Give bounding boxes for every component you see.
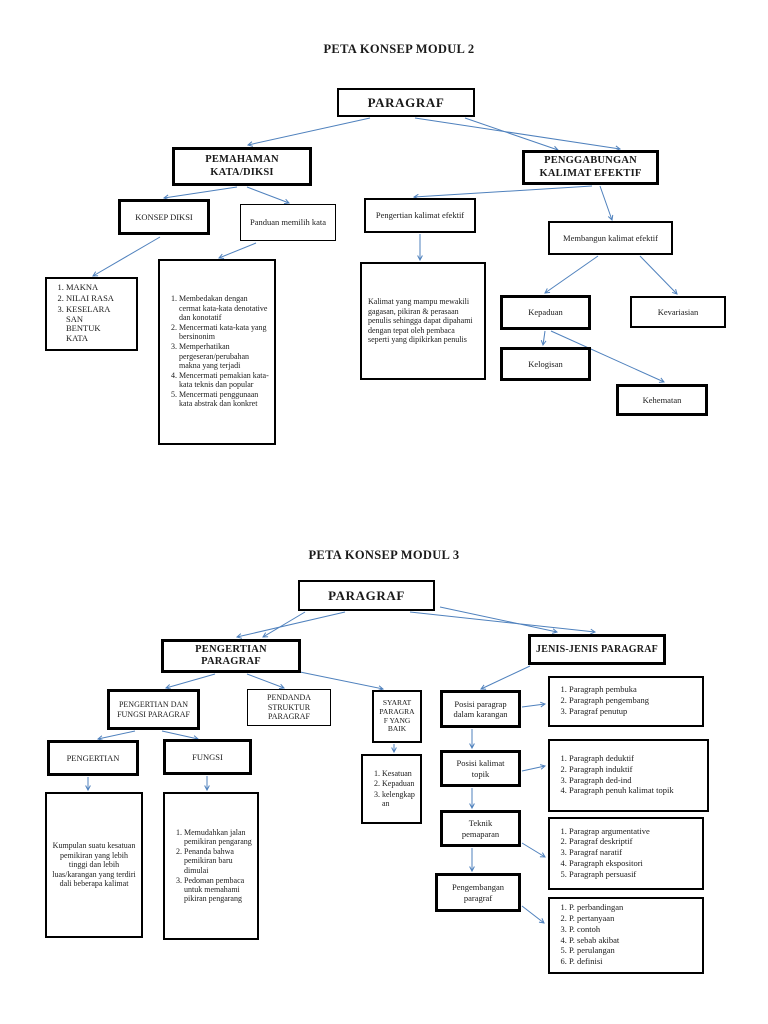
panduan-memilih-list-box: Membedakan dengan cermat kata-kata denot… [158, 259, 276, 445]
pendanda-struktur-paragraf-box: PENDANDA STRUKTUR PARAGRAF [247, 689, 331, 726]
makna-list-box: MAKNA NILAI RASA KESELARA SAN BENTUK KAT… [45, 277, 138, 351]
pengembangan-paragraf-box: Pengembangan paragraf [435, 873, 521, 912]
paragraph-pembuka-list: Paragraph pembuka Paragraph pengembang P… [552, 685, 651, 717]
syarat-list: Kesatuan Kepaduan kelengkap an [365, 769, 417, 809]
kelogisan-box: Kelogisan [500, 347, 591, 381]
teknik-pemaparan-list: Paragrap argumentative Paragraf deskript… [552, 826, 652, 881]
pengertian-kalimat-efektif-box: Pengertian kalimat efektif [364, 198, 476, 233]
pemahaman-kata-diksi-box: PEMAHAMAN KATA/DIKSI [172, 147, 312, 186]
posisi-paragrap-dalam-karangan-box: Posisi paragrap dalam karangan [440, 690, 521, 728]
modul3-title: PETA KONSEP MODUL 3 [308, 548, 460, 562]
fungsi-box: FUNGSI [163, 739, 252, 775]
penggabungan-kalimat-efektif-box: PENGGABUNGAN KALIMAT EFEKTIF [522, 150, 659, 185]
pengembangan-list: P. perbandingan P. pertanyaan P. contoh … [552, 902, 625, 968]
posisi-kalimat-topik-box: Posisi kalimat topik [440, 750, 521, 787]
makna-list: MAKNA NILAI RASA KESELARA SAN BENTUK KAT… [49, 282, 116, 345]
konsep-diksi-box: KONSEP DIKSI [118, 199, 210, 235]
kevariasian-box: Kevariasian [630, 296, 726, 328]
jenis-jenis-paragraf-box: JENIS-JENIS PARAGRAF [528, 634, 666, 665]
paragraph-deduktif-list: Paragraph deduktif Paragraph induktif Pa… [552, 753, 676, 797]
pengertian-dan-fungsi-paragraf-box: PENGERTIAN DAN FUNGSI PARAGRAF [107, 689, 200, 730]
kepaduan-box: Kepaduan [500, 295, 591, 330]
panduan-memilih-list: Membedakan dengan cermat kata-kata denot… [162, 294, 272, 409]
teknik-pemaparan-box: Teknik pemaparan [440, 810, 521, 847]
modul2-title: PETA KONSEP MODUL 2 [323, 42, 475, 56]
pengertian-paragraf-box: PENGERTIAN PARAGRAF [161, 639, 301, 673]
panduan-memilih-kata-box: Panduan memilih kata [240, 204, 336, 241]
fungsi-list: Memudahkan jalan pemikiran pengarang Pen… [167, 828, 255, 905]
syarat-paragraf-baik-box: SYARAT PARAGRA F YANG BAIK [372, 690, 422, 743]
paragraph-pembuka-list-box: Paragraph pembuka Paragraph pengembang P… [548, 676, 704, 727]
pengembangan-list-box: P. perbandingan P. pertanyaan P. contoh … [548, 897, 704, 974]
teknik-pemaparan-list-box: Paragrap argumentative Paragraf deskript… [548, 817, 704, 890]
modul2-root-paragraf-box: PARAGRAF [337, 88, 475, 117]
fungsi-list-box: Memudahkan jalan pemikiran pengarang Pen… [163, 792, 259, 940]
kumpulan-definition-box: Kumpulan suatu kesatuan pemikiran yang l… [45, 792, 143, 938]
kehematan-box: Kehematan [616, 384, 708, 416]
pengertian-box: PENGERTIAN [47, 740, 139, 776]
paragraph-deduktif-list-box: Paragraph deduktif Paragraph induktif Pa… [548, 739, 709, 812]
kalimat-efektif-definition-box: Kalimat yang mampu mewakili gagasan, pik… [360, 262, 486, 380]
modul3-root-paragraf-box: PARAGRAF [298, 580, 435, 611]
syarat-list-box: Kesatuan Kepaduan kelengkap an [361, 754, 422, 824]
membangun-kalimat-efektif-box: Membangun kalimat efektif [548, 221, 673, 255]
